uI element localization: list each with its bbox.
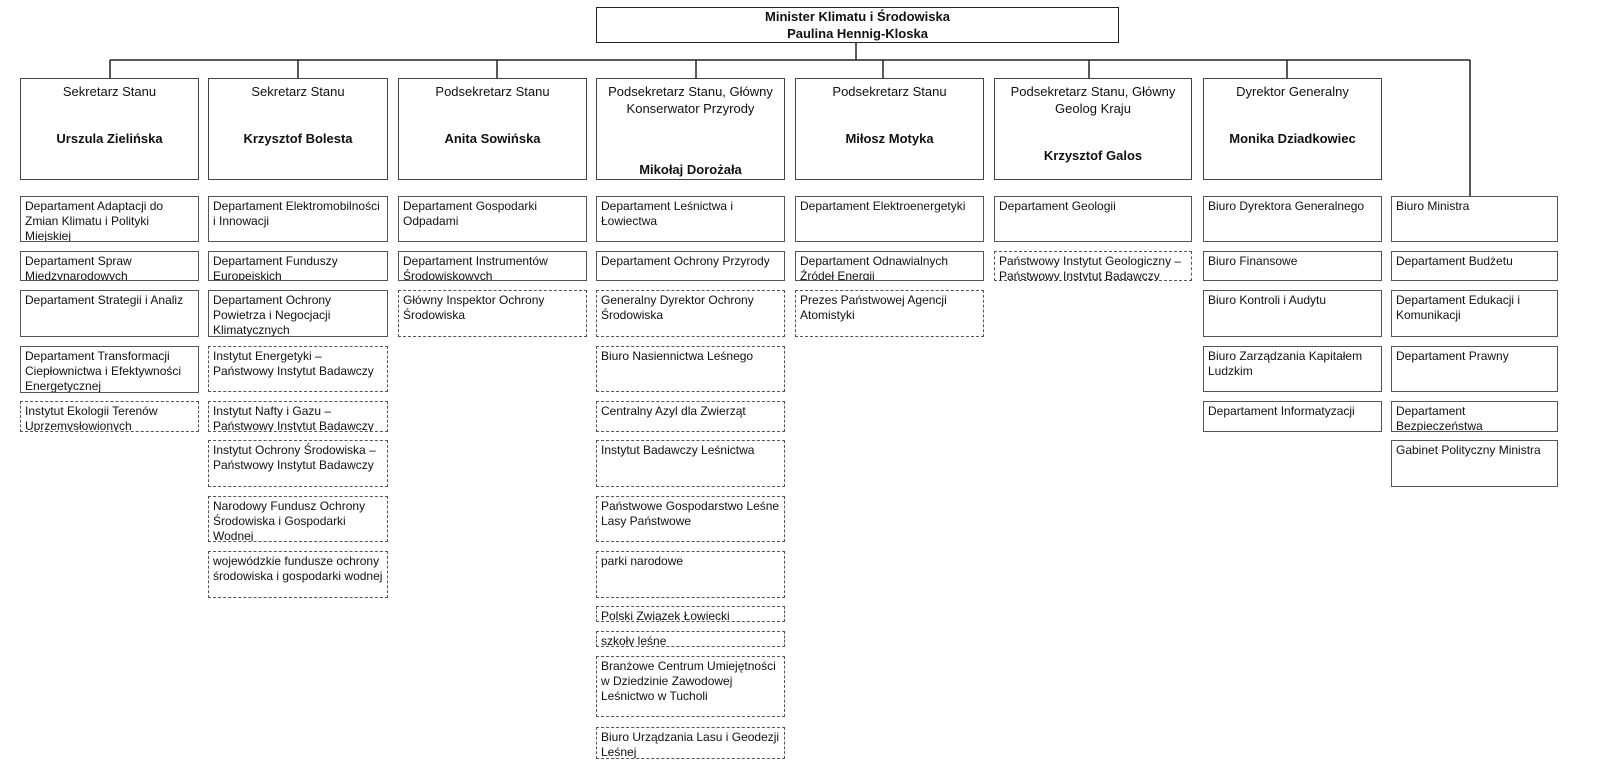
position-title: Podsekretarz Stanu (832, 84, 947, 99)
unit-box: Centralny Azyl dla Zwierząt (596, 401, 785, 432)
unit-box: Biuro Kontroli i Audytu (1203, 290, 1382, 337)
unit-box: Branżowe Centrum Umiejętności w Dziedzin… (596, 656, 785, 717)
unit-box: Biuro Finansowe (1203, 251, 1382, 281)
unit-box: Departament Elektromobilności i Innowacj… (208, 196, 388, 242)
unit-box: Departament Elektroenergetyki (795, 196, 984, 242)
unit-box: Biuro Urządzania Lasu i Geodezji Leśnej (596, 727, 785, 759)
unit-box: Departament Gospodarki Odpadami (398, 196, 587, 242)
unit-box: Departament Funduszy Europejskich (208, 251, 388, 281)
unit-box: Państwowe Gospodarstwo Leśne Lasy Państw… (596, 496, 785, 542)
unit-box: Gabinet Polityczny Ministra (1391, 440, 1558, 487)
person-name: Monika Dziadkowiec (1229, 131, 1356, 146)
person-name: Miłosz Motyka (845, 131, 934, 146)
unit-box: Departament Budżetu (1391, 251, 1558, 281)
unit-box: Departament Adaptacji do Zmian Klimatu i… (20, 196, 199, 242)
position-title: Sekretarz Stanu (62, 84, 157, 99)
position-title: Podsekretarz Stanu, Główny Geolog Kraju (1010, 84, 1176, 116)
unit-box: Biuro Ministra (1391, 196, 1558, 242)
minister-box: Minister Klimatu i Środowiska Paulina He… (596, 7, 1119, 43)
unit-box: Departament Leśnictwa i Łowiectwa (596, 196, 785, 242)
unit-box: Departament Ochrony Przyrody (596, 251, 785, 281)
unit-box: parki narodowe (596, 551, 785, 598)
unit-box: Główny Inspektor Ochrony Środowiska (398, 290, 587, 337)
minister-name: Paulina Hennig-Kloska (787, 26, 928, 41)
unit-box: Instytut Ekologii Terenów Uprzemysłowion… (20, 401, 199, 432)
unit-box: Departament Informatyzacji (1203, 401, 1382, 432)
unit-box: Departament Spraw Międzynarodowych (20, 251, 199, 281)
unit-box: Departament Transformacji Ciepłownictwa … (20, 346, 199, 393)
person-name: Krzysztof Bolesta (243, 131, 353, 146)
unit-box: Departament Geologii (994, 196, 1192, 242)
unit-box: Departament Strategii i Analiz (20, 290, 199, 337)
position-title: Podsekretarz Stanu (435, 84, 550, 99)
position-title: Dyrektor Generalny (1236, 84, 1349, 99)
unit-box: Państwowy Instytut Geologiczny – Państwo… (994, 251, 1192, 281)
unit-box: Prezes Państwowej Agencji Atomistyki (795, 290, 984, 337)
position-title: Podsekretarz Stanu, Główny Konserwator P… (608, 84, 773, 116)
unit-box: Departament Bezpieczeństwa (1391, 401, 1558, 432)
unit-box: Biuro Dyrektora Generalnego (1203, 196, 1382, 242)
position-title: Sekretarz Stanu (251, 84, 345, 99)
unit-box: wojewódzkie fundusze ochrony środowiska … (208, 551, 388, 598)
minister-title: Minister Klimatu i Środowiska (765, 9, 950, 24)
person-name: Krzysztof Galos (1043, 148, 1143, 163)
person-name: Urszula Zielińska (56, 131, 163, 146)
unit-box: Departament Instrumentów Środowiskowych (398, 251, 587, 281)
unit-box: szkoły leśne (596, 631, 785, 647)
person-name: Mikołaj Dorożała (639, 162, 742, 177)
unit-box: Generalny Dyrektor Ochrony Środowiska (596, 290, 785, 337)
unit-box: Instytut Energetyki – Państwowy Instytut… (208, 346, 388, 392)
unit-box: Narodowy Fundusz Ochrony Środowiska i Go… (208, 496, 388, 542)
person-name: Anita Sowińska (444, 131, 541, 146)
unit-box: Instytut Ochrony Środowiska – Państwowy … (208, 440, 388, 487)
unit-box: Biuro Zarządzania Kapitałem Ludzkim (1203, 346, 1382, 392)
unit-box: Departament Odnawialnych Źródeł Energii (795, 251, 984, 281)
unit-box: Instytut Nafty i Gazu – Państwowy Instyt… (208, 401, 388, 432)
position-box: Podsekretarz Stanu, Główny Konserwator P… (596, 78, 785, 180)
unit-box: Departament Edukacji i Komunikacji (1391, 290, 1558, 337)
unit-box: Departament Ochrony Powietrza i Negocjac… (208, 290, 388, 337)
unit-box: Biuro Nasiennictwa Leśnego (596, 346, 785, 392)
unit-box: Instytut Badawczy Leśnictwa (596, 440, 785, 487)
unit-box: Departament Prawny (1391, 346, 1558, 392)
unit-box: Polski Związek Łowiecki (596, 606, 785, 622)
